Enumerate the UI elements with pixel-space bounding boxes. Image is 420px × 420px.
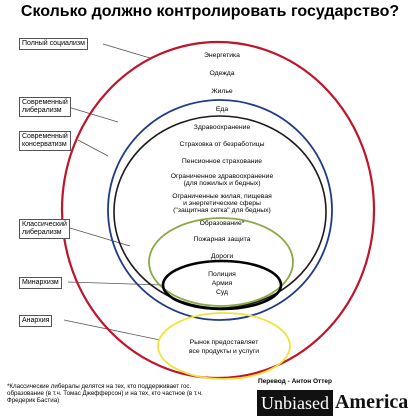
label-classical-liberalism-line1: Классический bbox=[22, 221, 67, 228]
connector-anarchy bbox=[63, 319, 161, 341]
function-limited-housing-3: ("защитная сетка" для бедных) bbox=[173, 206, 271, 214]
unbiased-america-logo: Unbiased America bbox=[257, 390, 410, 416]
modern-liberalism-ellipse bbox=[107, 99, 333, 321]
connector-classical-liberalism bbox=[69, 227, 131, 247]
function-fire: Пожарная защита bbox=[194, 236, 251, 243]
label-modern-liberalism: Современный либерализм bbox=[19, 97, 71, 117]
label-modern-liberalism-line1: Современный bbox=[22, 99, 68, 106]
function-healthcare: Здравоохранение bbox=[194, 124, 251, 131]
function-market-2: все продукты и услуги bbox=[189, 348, 259, 355]
connector-minarchism bbox=[67, 281, 164, 286]
function-courts: Суд bbox=[216, 289, 228, 296]
minarchism-ellipse bbox=[161, 259, 283, 311]
translation-credit: Перевод - Антон Оттер bbox=[258, 378, 332, 385]
label-classical-liberalism-line2: либерализм bbox=[22, 229, 62, 236]
function-clothing: Одежда bbox=[209, 70, 234, 77]
function-police: Полиция bbox=[208, 271, 236, 278]
anarchy-ellipse bbox=[157, 312, 291, 380]
function-energy: Энергетика bbox=[204, 52, 240, 59]
logo-part2: America bbox=[334, 391, 409, 413]
label-full-socialism-text: Полный социализм bbox=[22, 40, 85, 47]
label-classical-liberalism: Классический либерализм bbox=[19, 219, 70, 239]
connector-full-socialism bbox=[102, 43, 151, 59]
function-limited-health-2: (для пожилых и бедных) bbox=[183, 179, 260, 187]
function-food: Еда bbox=[216, 106, 228, 113]
function-limited-housing-1: Ограниченные жилая, пищевая bbox=[172, 193, 272, 200]
function-education: Образование* bbox=[200, 219, 245, 227]
logo-part1: Unbiased bbox=[257, 390, 333, 416]
footnote: *Классические либералы делятся на тех, к… bbox=[7, 383, 203, 405]
label-modern-conservatism-line1: Современный bbox=[22, 133, 68, 140]
function-market-1: Рынок предоставляет bbox=[190, 339, 259, 346]
connector-modern-conservatism bbox=[77, 139, 109, 157]
diagram-title: Сколько должно контролировать государств… bbox=[20, 3, 400, 20]
function-unemployment: Страховка от безработицы bbox=[179, 140, 264, 148]
label-anarchy: Анархия bbox=[19, 315, 53, 327]
function-limited-health-1: Ограниченное здравоохранение bbox=[171, 173, 274, 180]
label-minarchism-text: Минархизм bbox=[22, 279, 59, 286]
label-modern-conservatism-line2: консерватизм bbox=[22, 141, 67, 148]
function-army: Армия bbox=[212, 280, 233, 287]
label-modern-liberalism-line2: либерализм bbox=[22, 107, 62, 114]
function-limited-housing-2: и энергетические сферы bbox=[183, 200, 261, 207]
classical-liberalism-ellipse bbox=[148, 217, 294, 307]
function-pension: Пенсионное страхование bbox=[182, 158, 262, 165]
label-anarchy-text: Анархия bbox=[22, 317, 50, 324]
label-modern-conservatism: Современный консерватизм bbox=[19, 131, 71, 151]
function-housing: Жилье bbox=[211, 88, 233, 95]
label-full-socialism: Полный социализм bbox=[19, 38, 88, 50]
function-roads: Дороги bbox=[211, 253, 233, 260]
connector-modern-liberalism bbox=[67, 106, 119, 123]
label-minarchism: Минархизм bbox=[19, 277, 62, 289]
